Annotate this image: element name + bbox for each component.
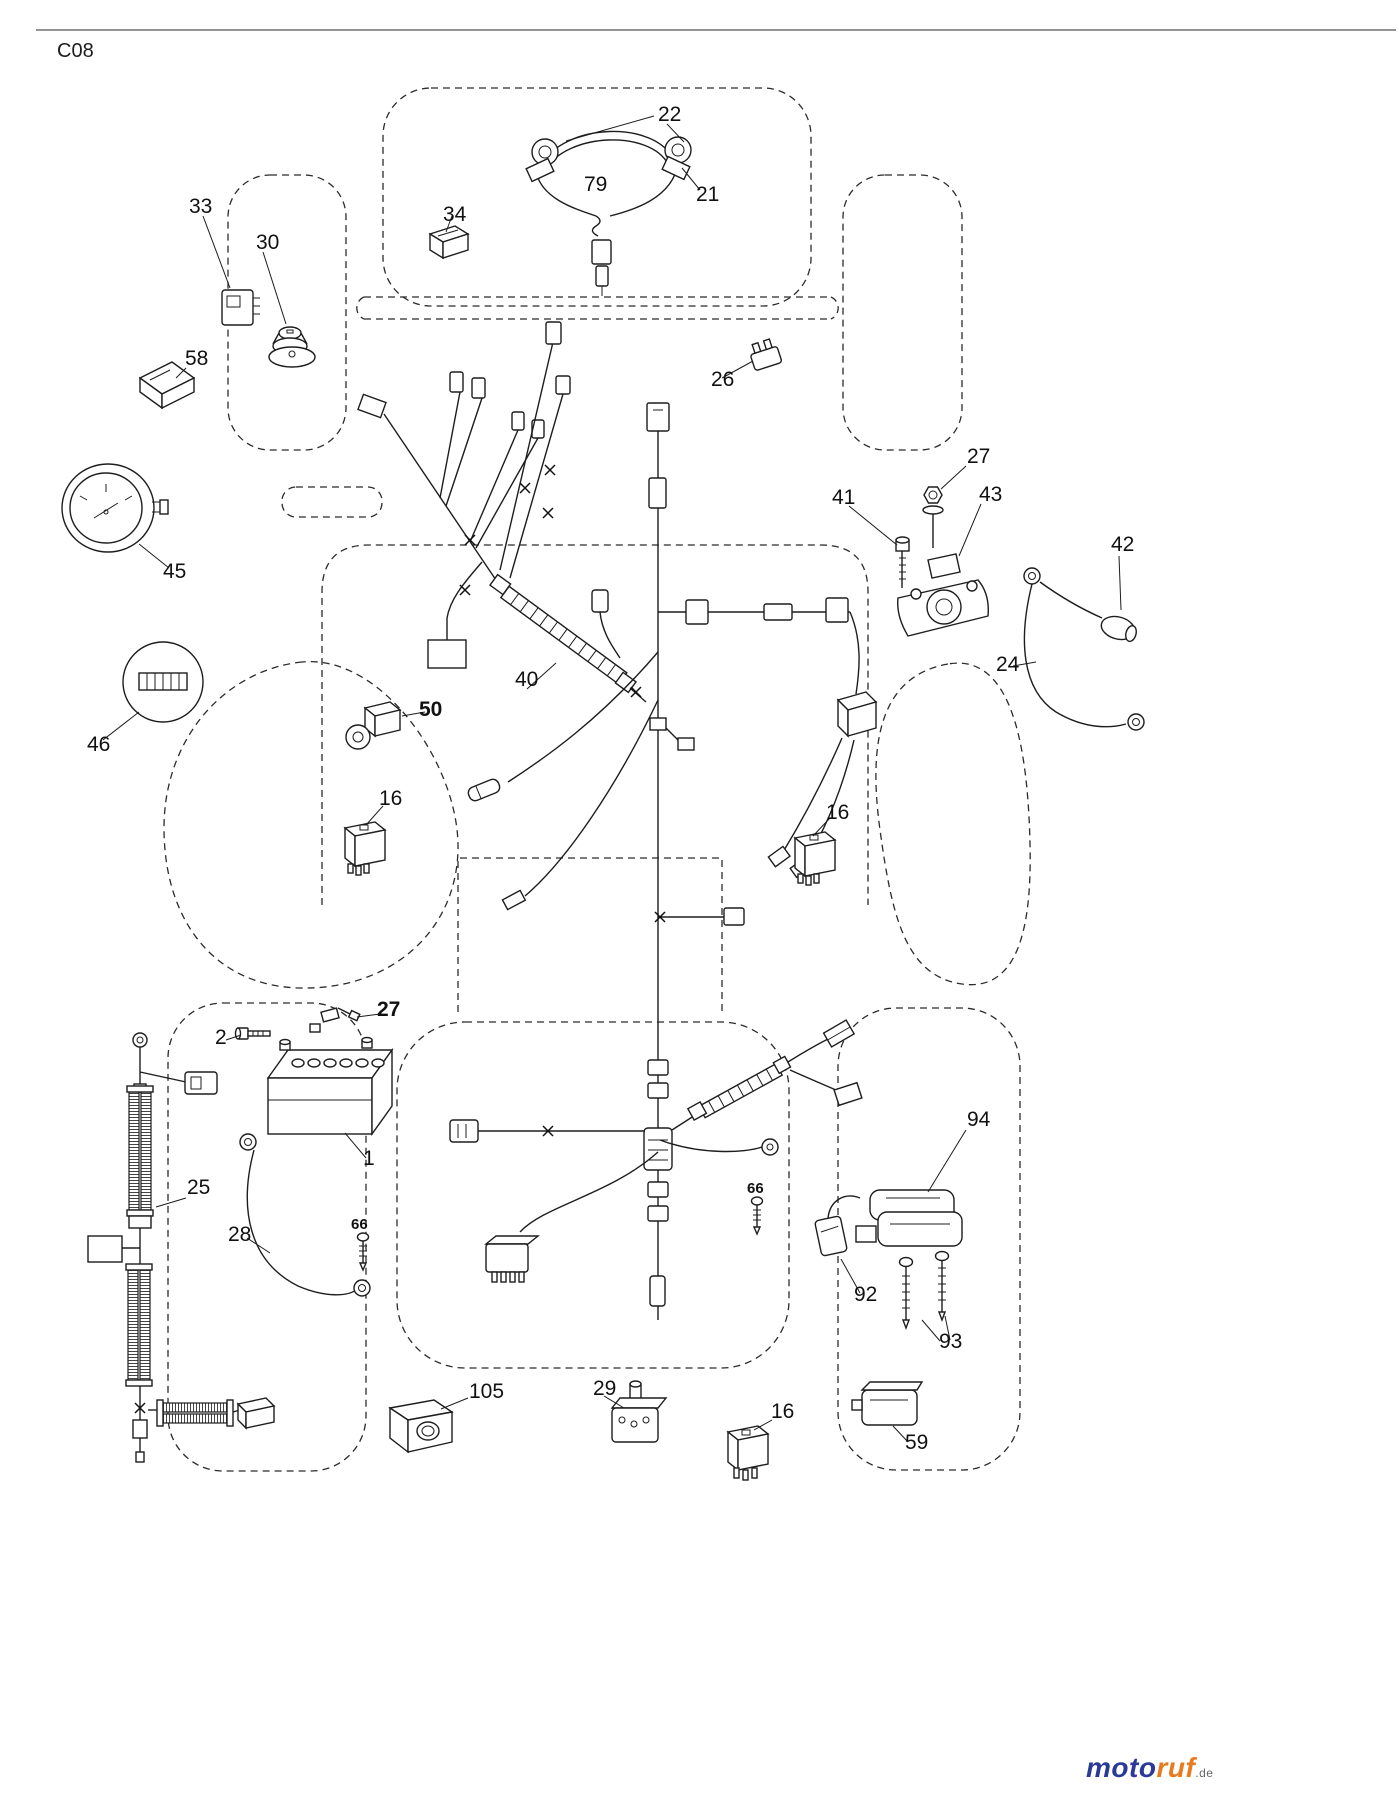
battery-bolt-2 [234,1027,271,1040]
part-label-79: 79 [584,173,607,196]
fuse-26 [750,338,783,371]
battery-cable-25 [87,1032,276,1463]
plunger-switch-29 [610,1380,668,1443]
part-label-41: 41 [832,486,855,509]
screws-93 [898,1250,950,1330]
screw-66-right [750,1196,764,1236]
part-label-105: 105 [469,1380,504,1403]
battery-1 [266,1036,394,1137]
screw-66-left [356,1232,370,1272]
main-harness-40 [357,321,647,703]
part-label-46: 46 [87,733,110,756]
part-label-25: 25 [187,1176,210,1199]
part-label-1: 1 [363,1147,375,1170]
part-label-58: 58 [185,347,208,370]
part-label-29: 29 [593,1377,616,1400]
part-label-28: 28 [228,1223,251,1246]
part-label-66-b: 66 [747,1180,764,1197]
cable-boot-42 [1023,567,1137,643]
nut-27 [922,486,944,548]
watermark-part2: ruf [1156,1752,1196,1783]
starter-solenoid-43 [897,553,989,637]
part-label-45: 45 [163,560,186,583]
part-label-92: 92 [854,1283,877,1306]
lower-harness [449,1019,863,1307]
plunger-switch-50 [345,701,402,750]
part-label-34: 34 [443,203,467,226]
hour-meter-46 [122,641,204,723]
relay-58 [138,361,196,410]
watermark-suffix: .de [1195,1766,1214,1780]
part-label-16-a: 16 [379,787,402,810]
switch-105 [388,1399,454,1454]
part-labels: 22 79 21 34 33 30 58 26 27 41 43 42 45 2… [87,103,1134,1454]
part-label-40: 40 [515,668,538,691]
terminal-clamp-27 [309,1007,361,1033]
center-harness [467,402,878,1320]
interlock-switch-16-c [726,1425,770,1481]
part-label-26: 26 [711,368,734,391]
leader-lines [102,115,1122,1443]
part-label-24: 24 [996,653,1020,676]
part-label-59: 59 [905,1431,928,1454]
part-label-66-a: 66 [351,1216,368,1233]
part-label-30: 30 [256,231,279,254]
part-label-33: 33 [189,195,212,218]
bolt-41 [895,536,910,588]
ground-cable-24 [1023,583,1145,731]
headlight-harness-illustration [525,130,692,296]
control-module-94 [855,1189,963,1247]
rocker-switch-34 [428,225,470,260]
part-label-94: 94 [967,1108,991,1131]
part-label-93: 93 [939,1330,962,1353]
part-label-43: 43 [979,483,1002,506]
ground-cable-28 [239,1133,371,1297]
wire-crossing-marks [134,464,666,1414]
ignition-switch-30 [268,326,316,368]
interlock-switch-16-a [343,821,387,876]
part-label-21: 21 [696,183,719,206]
page-code: C08 [57,40,94,62]
interlock-switch-16-b [793,831,837,886]
part-label-42: 42 [1111,533,1134,556]
part-label-16-b: 16 [826,801,849,824]
part-label-27-nut: 27 [967,445,990,468]
ammeter-gauge-45 [61,463,169,553]
part-label-50: 50 [419,698,442,721]
connector-92 [814,1195,861,1257]
watermark-logo[interactable]: motoruf.de [1086,1752,1213,1784]
module-33 [221,289,260,326]
part-label-22: 22 [658,103,681,126]
module-59 [851,1381,924,1426]
part-label-27-clamp: 27 [377,998,400,1021]
part-label-2: 2 [215,1026,227,1049]
watermark-part1: moto [1086,1752,1157,1783]
part-label-16-c: 16 [771,1400,794,1423]
